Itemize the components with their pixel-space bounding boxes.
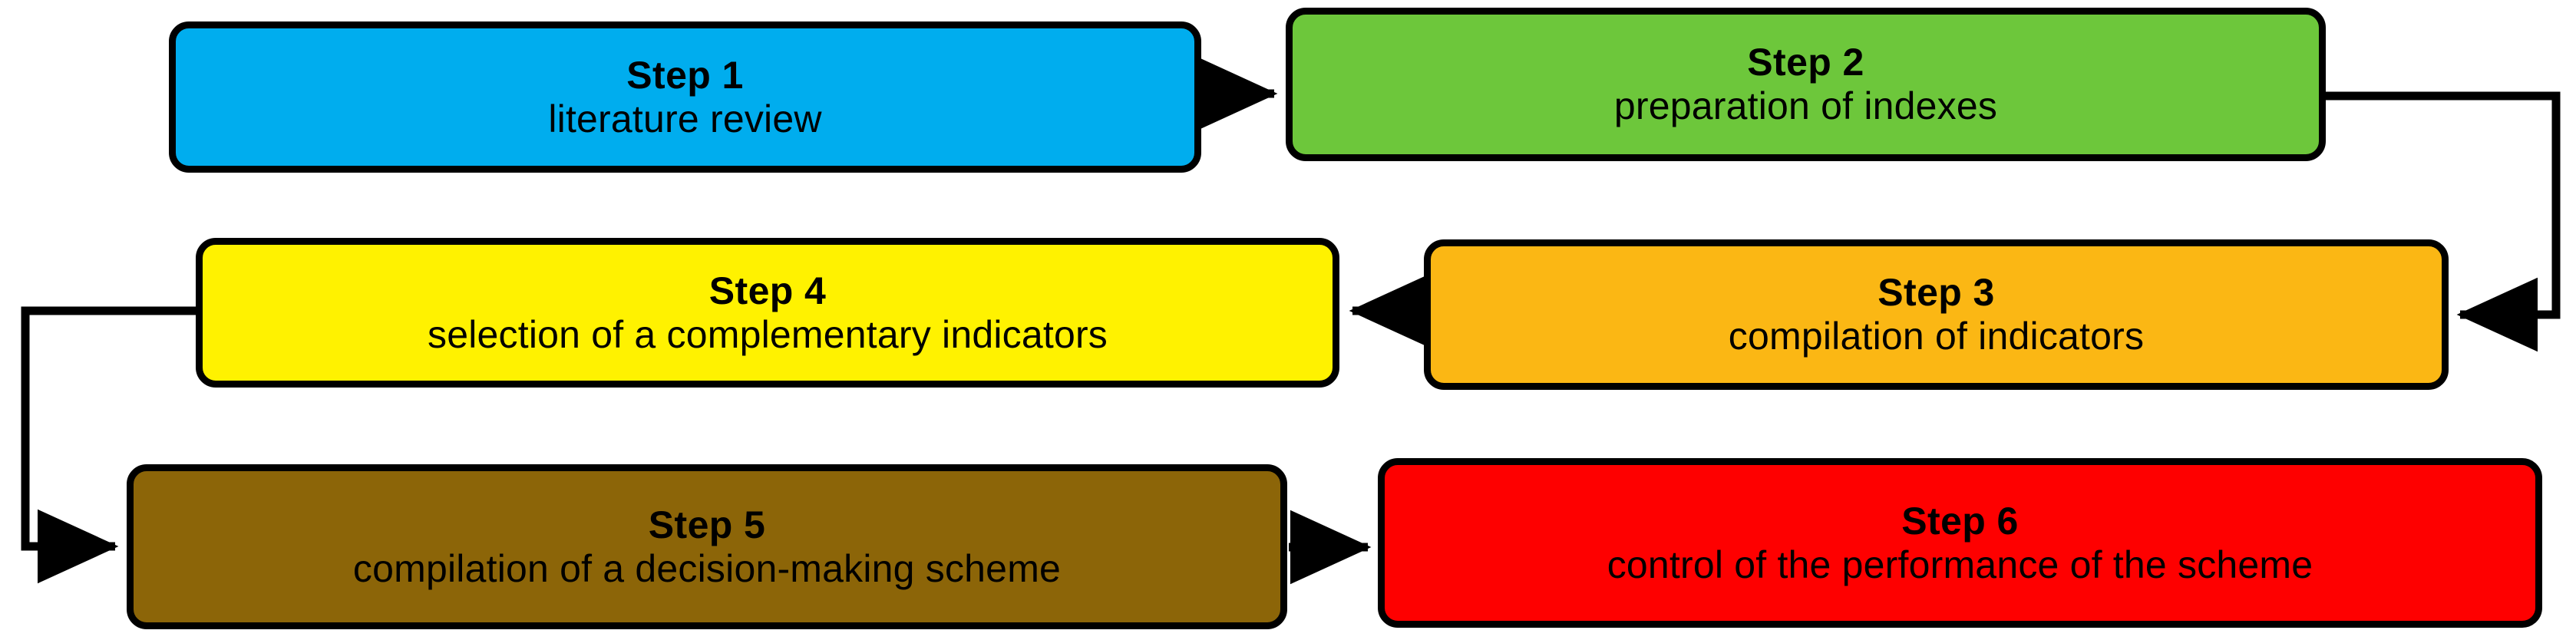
flow-node-step-4[interactable]: Step 4 selection of a complementary indi…	[196, 238, 1339, 388]
flow-node-step-5[interactable]: Step 5 compilation of a decision-making …	[127, 464, 1287, 629]
flow-node-title: Step 2	[1747, 41, 1864, 84]
flow-node-title: Step 4	[708, 269, 827, 312]
flow-node-step-2[interactable]: Step 2 preparation of indexes	[1286, 8, 2326, 161]
flow-node-description: selection of a complementary indicators	[428, 312, 1108, 356]
flow-node-description: compilation of indicators	[1728, 315, 2145, 358]
flow-node-title: Step 1	[626, 53, 744, 97]
flow-node-description: compilation of a decision-making scheme	[352, 546, 1062, 590]
flow-node-title: Step 6	[1901, 499, 2019, 543]
flow-node-title: Step 3	[1878, 271, 1995, 314]
flow-node-description: literature review	[548, 97, 822, 140]
flow-node-step-6[interactable]: Step 6 control of the performance of the…	[1378, 458, 2542, 628]
flow-node-description: control of the performance of the scheme	[1607, 543, 2313, 586]
flow-node-step-1[interactable]: Step 1 literature review	[169, 21, 1201, 173]
flow-node-step-3[interactable]: Step 3 compilation of indicators	[1424, 239, 2449, 390]
flow-node-description: preparation of indexes	[1613, 84, 1998, 127]
flow-node-title: Step 5	[648, 503, 766, 546]
